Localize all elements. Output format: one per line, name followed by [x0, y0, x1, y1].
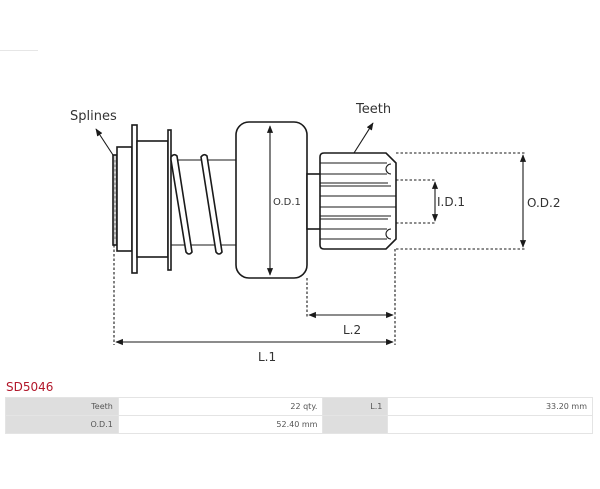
table-row: Teeth 22 qty. L.1 33.20 mm: [5, 397, 593, 416]
od2-label: O.D.2: [527, 196, 560, 210]
od1-label: O.D.1: [273, 197, 301, 208]
product-code: SD5046: [6, 380, 54, 394]
spec-table: Teeth 22 qty. L.1 33.20 mm O.D.1 52.40 m…: [5, 397, 593, 434]
teeth-callout-arrow: [353, 122, 374, 154]
spec-label: [322, 415, 389, 434]
clutch-body: [136, 140, 169, 258]
spec-value: 22 qty.: [117, 397, 324, 416]
hub: [116, 146, 133, 252]
spec-value: [387, 415, 593, 434]
spec-label: L.1: [322, 397, 389, 416]
connector: [306, 173, 322, 230]
id1-label: I.D.1: [437, 195, 465, 209]
teeth-label: Teeth: [355, 102, 391, 117]
table-row: O.D.1 52.40 mm: [5, 415, 593, 434]
spec-value: 52.40 mm: [117, 415, 324, 434]
pinion-gear: [319, 152, 397, 250]
decorative-line: [0, 50, 38, 51]
splines-label: Splines: [70, 109, 117, 124]
spec-label: Teeth: [5, 397, 119, 416]
l2-label: L.2: [343, 323, 361, 337]
spec-value: 33.20 mm: [387, 397, 593, 416]
spring: [170, 153, 237, 255]
l1-label: L.1: [258, 350, 276, 364]
starter-drive-diagram: Splines Teeth O.D.1 O.D.2 I.D.1 L.2 L.1: [70, 102, 560, 364]
flange-rear: [167, 129, 172, 271]
spec-label: O.D.1: [5, 415, 119, 434]
splines-callout-arrow: [95, 128, 114, 156]
